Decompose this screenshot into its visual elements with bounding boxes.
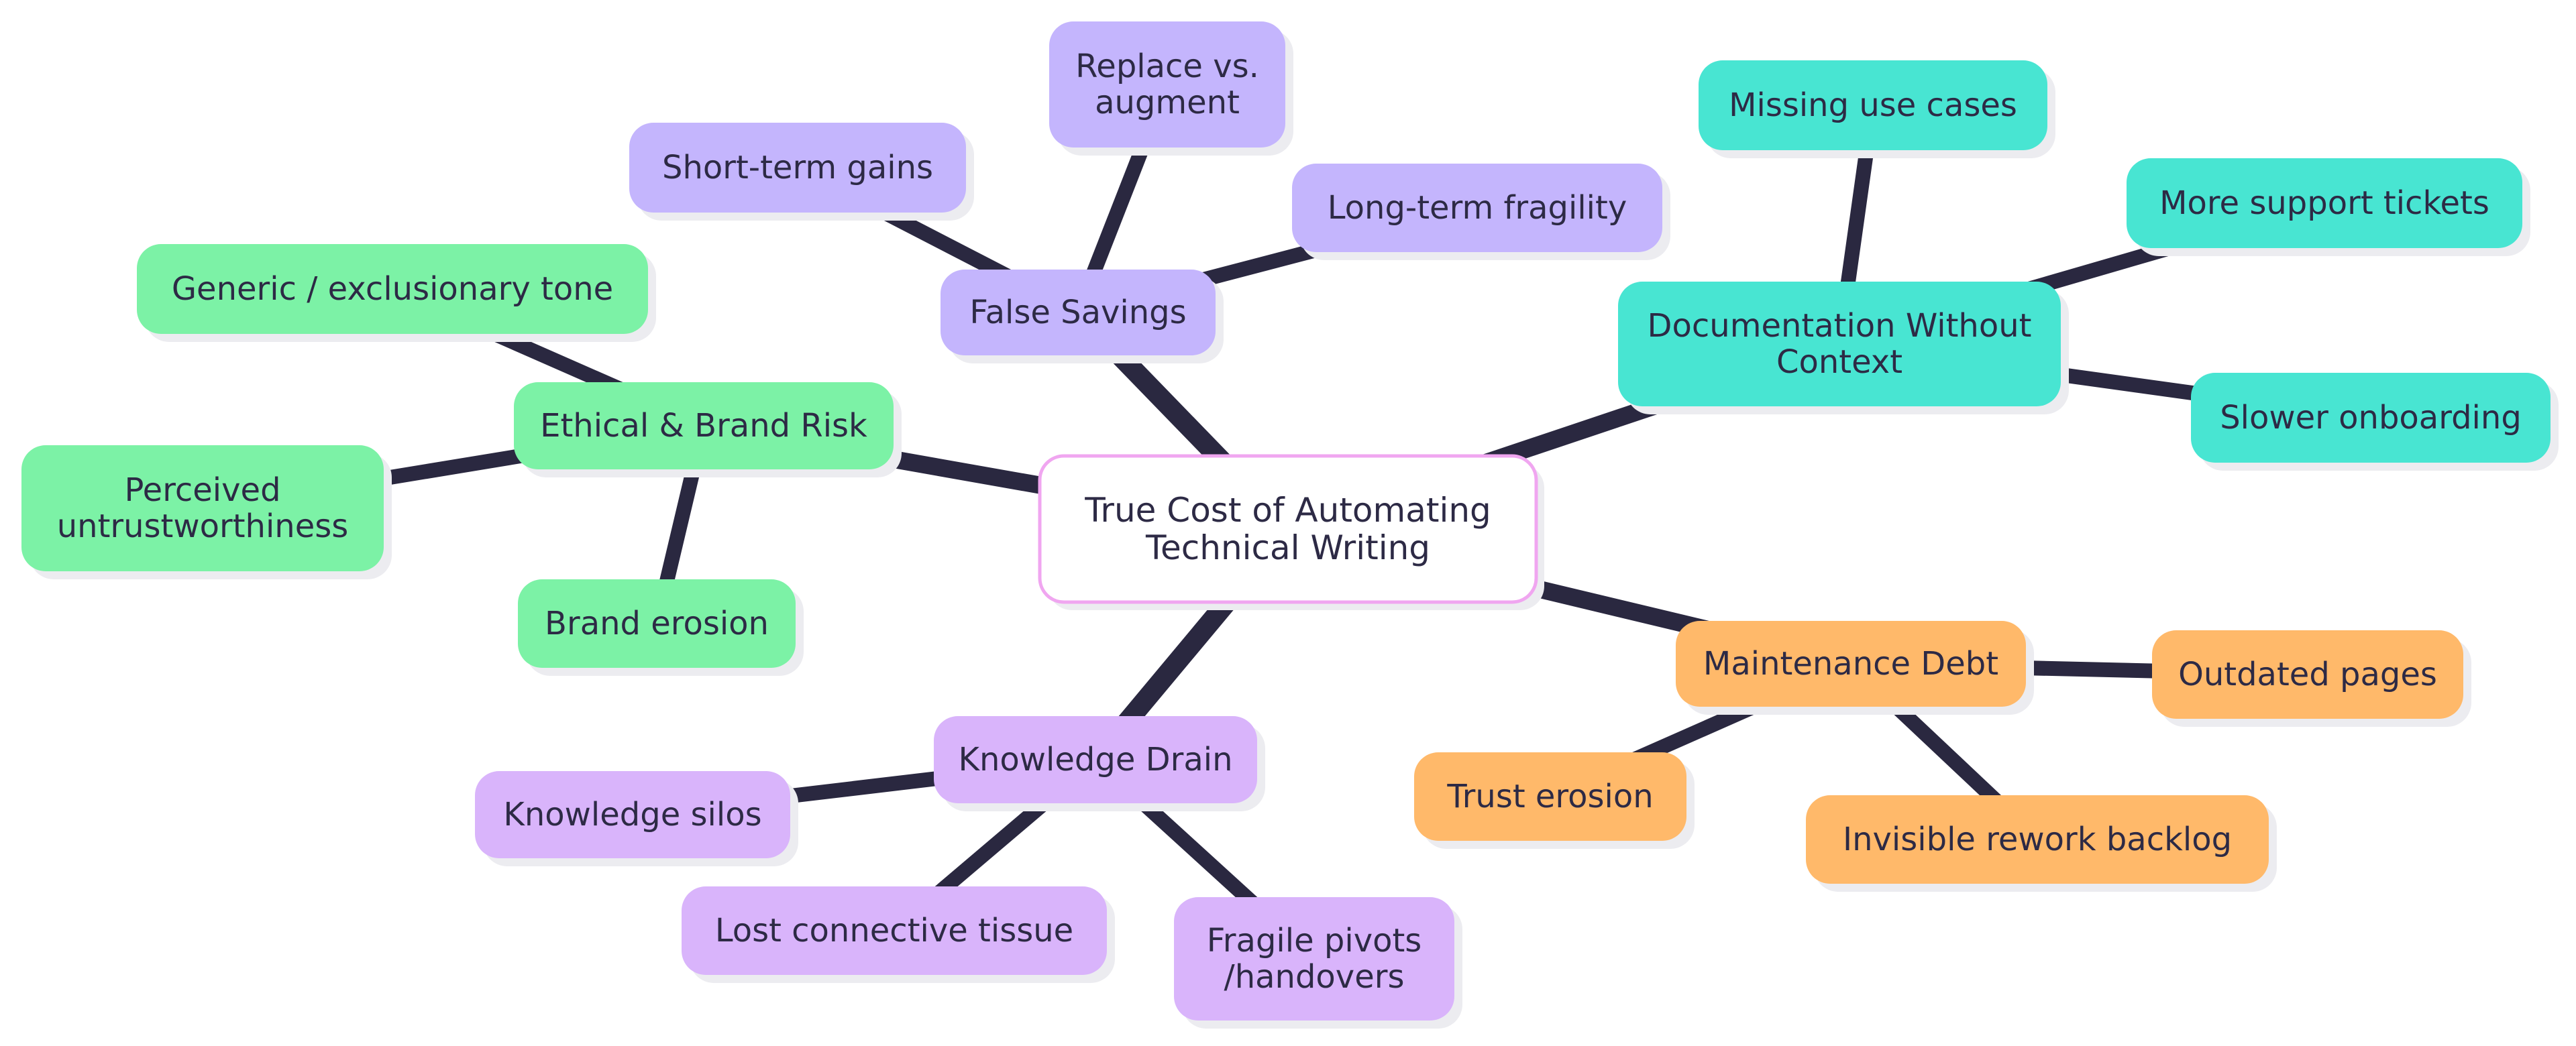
- leaf-node-fragile-pivots-handovers-box: [1174, 897, 1454, 1021]
- leaf-node-missing-use-cases-box: [1699, 60, 2047, 150]
- leaf-node-invisible-rework-backlog[interactable]: Invisible rework backlog: [1806, 795, 2277, 892]
- leaf-node-perceived-untrustworthiness-label-line-2: untrustworthiness: [57, 508, 349, 545]
- leaf-node-lost-connective-tissue[interactable]: Lost connective tissue: [682, 886, 1115, 983]
- leaf-node-generic-exclusionary-tone-box: [137, 244, 648, 334]
- leaf-node-outdated-pages[interactable]: Outdated pages: [2152, 630, 2471, 727]
- leaf-node-brand-erosion-label-line-1: Brand erosion: [545, 605, 769, 642]
- branch-node-documentation-without-context-box: [1618, 282, 2061, 406]
- leaf-node-slower-onboarding-label-line-1: Slower onboarding: [2220, 399, 2522, 437]
- leaf-node-trust-erosion-box: [1414, 752, 1686, 841]
- leaf-node-slower-onboarding[interactable]: Slower onboarding: [2191, 373, 2559, 471]
- branch-node-documentation-without-context-label-line-2: Context: [1776, 343, 1902, 381]
- branch-node-ethical-brand-risk-label-line-1: Ethical & Brand Risk: [540, 407, 867, 445]
- leaf-node-invisible-rework-backlog-label-line-1: Invisible rework backlog: [1843, 821, 2232, 858]
- branch-node-false-savings[interactable]: False Savings: [941, 270, 1224, 363]
- leaf-node-replace-vs-augment-label-line-2: augment: [1095, 84, 1240, 121]
- leaf-node-fragile-pivots-handovers[interactable]: Fragile pivots/handovers: [1174, 897, 1462, 1029]
- branch-node-false-savings-box: [941, 270, 1216, 355]
- leaf-node-replace-vs-augment-label-line-1: Replace vs.: [1075, 48, 1259, 85]
- central-topic-node-label-line-1: True Cost of Automating: [1084, 491, 1491, 530]
- leaf-node-brand-erosion[interactable]: Brand erosion: [518, 579, 804, 676]
- branch-node-maintenance-debt-label-line-1: Maintenance Debt: [1703, 645, 1998, 683]
- leaf-node-fragile-pivots-handovers-label-line-2: /handovers: [1224, 958, 1405, 996]
- branch-node-maintenance-debt[interactable]: Maintenance Debt: [1676, 621, 2034, 715]
- branch-node-knowledge-drain-label-line-1: Knowledge Drain: [959, 741, 1233, 778]
- leaf-node-knowledge-silos[interactable]: Knowledge silos: [475, 771, 798, 866]
- leaf-node-more-support-tickets[interactable]: More support tickets: [2127, 158, 2530, 256]
- leaf-node-generic-exclusionary-tone-label-line-1: Generic / exclusionary tone: [172, 270, 613, 308]
- branch-node-knowledge-drain-box: [934, 716, 1257, 803]
- leaf-node-more-support-tickets-box: [2127, 158, 2522, 248]
- leaf-node-knowledge-silos-label-line-1: Knowledge silos: [503, 796, 761, 833]
- leaf-node-replace-vs-augment[interactable]: Replace vs.augment: [1049, 21, 1293, 156]
- branch-node-documentation-without-context-label-line-1: Documentation Without: [1648, 307, 2032, 345]
- leaf-node-slower-onboarding-box: [2191, 373, 2551, 463]
- leaf-node-short-term-gains[interactable]: Short-term gains: [629, 123, 974, 221]
- leaf-node-lost-connective-tissue-label-line-1: Lost connective tissue: [715, 912, 1073, 949]
- leaf-node-trust-erosion-label-line-1: Trust erosion: [1446, 778, 1653, 815]
- leaf-node-lost-connective-tissue-box: [682, 886, 1107, 975]
- leaf-node-trust-erosion[interactable]: Trust erosion: [1414, 752, 1695, 849]
- leaf-node-more-support-tickets-label-line-1: More support tickets: [2159, 184, 2489, 222]
- leaf-node-perceived-untrustworthiness-box: [21, 445, 384, 571]
- leaf-node-replace-vs-augment-box: [1049, 21, 1285, 148]
- branch-node-ethical-brand-risk[interactable]: Ethical & Brand Risk: [514, 382, 902, 477]
- leaf-node-brand-erosion-box: [518, 579, 796, 668]
- leaf-node-short-term-gains-box: [629, 123, 966, 213]
- leaf-node-outdated-pages-label-line-1: Outdated pages: [2178, 656, 2437, 693]
- branch-node-ethical-brand-risk-box: [514, 382, 894, 469]
- leaf-node-long-term-fragility[interactable]: Long-term fragility: [1292, 164, 1670, 260]
- leaf-node-generic-exclusionary-tone[interactable]: Generic / exclusionary tone: [137, 244, 656, 342]
- branch-node-false-savings-label-line-1: False Savings: [969, 294, 1186, 331]
- branch-node-maintenance-debt-box: [1676, 621, 2026, 707]
- leaf-node-missing-use-cases-label-line-1: Missing use cases: [1729, 86, 2017, 124]
- leaf-node-long-term-fragility-box: [1292, 164, 1662, 252]
- branch-node-knowledge-drain[interactable]: Knowledge Drain: [934, 716, 1265, 811]
- central-topic-node-box: [1038, 454, 1538, 604]
- leaf-node-knowledge-silos-box: [475, 771, 790, 858]
- leaf-node-invisible-rework-backlog-box: [1806, 795, 2269, 884]
- leaf-node-perceived-untrustworthiness-label-line-1: Perceived: [124, 471, 280, 509]
- leaf-node-missing-use-cases[interactable]: Missing use cases: [1699, 60, 2055, 158]
- leaf-node-long-term-fragility-label-line-1: Long-term fragility: [1328, 189, 1627, 227]
- leaf-node-fragile-pivots-handovers-label-line-1: Fragile pivots: [1207, 922, 1422, 960]
- leaf-node-outdated-pages-box: [2152, 630, 2463, 719]
- central-topic-node-label-line-2: Technical Writing: [1145, 528, 1430, 567]
- leaf-node-short-term-gains-label-line-1: Short-term gains: [662, 149, 933, 186]
